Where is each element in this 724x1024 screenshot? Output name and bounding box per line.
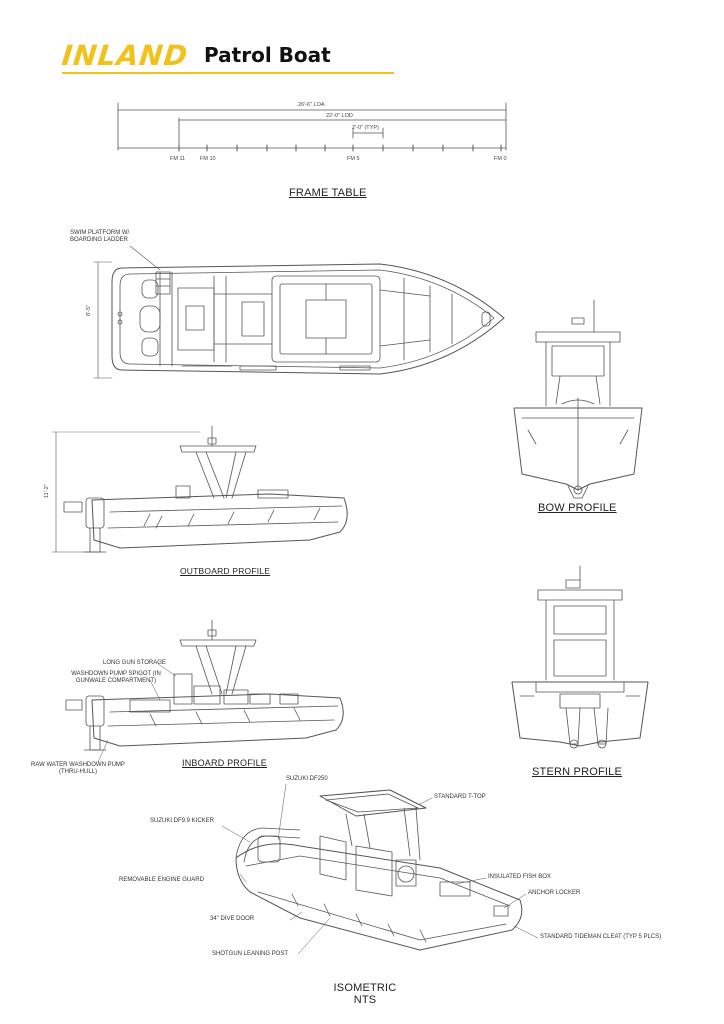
standard-ttop-callout: STANDARD T-TOP	[434, 794, 486, 800]
station-fm5: FM 5	[347, 156, 360, 162]
beam-dimension: 8'-5"	[86, 305, 92, 316]
inboard-profile-title: INBOARD PROFILE	[182, 758, 268, 768]
document-subtitle: Patrol Boat	[204, 43, 331, 67]
station-fm0: FM 0	[494, 156, 507, 162]
plan-view-drawing	[93, 245, 505, 379]
stern-profile-title: STERN PROFILE	[532, 766, 623, 778]
brand-header: INLAND Patrol Boat	[60, 38, 331, 72]
kicker-callout: SUZUKI DF9.9 KICKER	[150, 818, 215, 824]
long-gun-storage-callout: LONG GUN STORAGE	[103, 660, 166, 666]
station-fm11: FM 11	[170, 156, 186, 162]
suzuki-df250-callout: SUZUKI DF250	[286, 776, 328, 782]
lod-dimension: 22'-0" LOD	[326, 113, 353, 119]
fish-box-callout: INSULATED FISH BOX	[488, 874, 551, 880]
header-rule	[62, 72, 394, 74]
swim-platform-callout: SWIM PLATFORM W/ BOARDING LADDER	[70, 230, 130, 243]
outboard-profile-drawing	[51, 425, 348, 553]
raw-water-pump-callout: RAW WATER WASHDOWN PUMP (THRU-HULL)	[31, 762, 125, 775]
frame-spacing-dimension: 2'-0" (TYP)	[352, 125, 379, 131]
station-fm10: FM 10	[200, 156, 216, 162]
tideman-cleat-callout: STANDARD TIDEMAN CLEAT (TYP 5 PLCS)	[540, 934, 662, 940]
outboard-profile-title: OUTBOARD PROFILE	[180, 566, 271, 576]
dive-door-callout: 34" DIVE DOOR	[210, 916, 255, 922]
isometric-subtitle: NTS	[353, 994, 377, 1006]
height-dimension: 11'-2"	[44, 484, 50, 498]
shotgun-post-callout: SHOTGUN LEANING POST	[212, 951, 289, 957]
frame-table-drawing	[117, 102, 507, 152]
bow-profile-title: BOW PROFILE	[538, 502, 617, 514]
anchor-locker-callout: ANCHOR LOCKER	[528, 890, 581, 896]
inboard-profile-drawing	[65, 619, 344, 763]
bow-profile-drawing	[513, 299, 643, 499]
engine-guard-callout: REMOVABLE ENGINE GUARD	[119, 877, 204, 883]
stern-profile-drawing	[511, 565, 649, 749]
isometric-drawing	[221, 783, 539, 955]
washdown-spigot-callout: WASHDOWN PUMP SPIGOT (IN GUNWALE COMPART…	[71, 671, 161, 684]
loa-dimension: 26'-6" LOA	[298, 102, 325, 108]
isometric-title: ISOMETRIC	[333, 982, 397, 994]
frame-table-title: FRAME TABLE	[289, 187, 367, 199]
